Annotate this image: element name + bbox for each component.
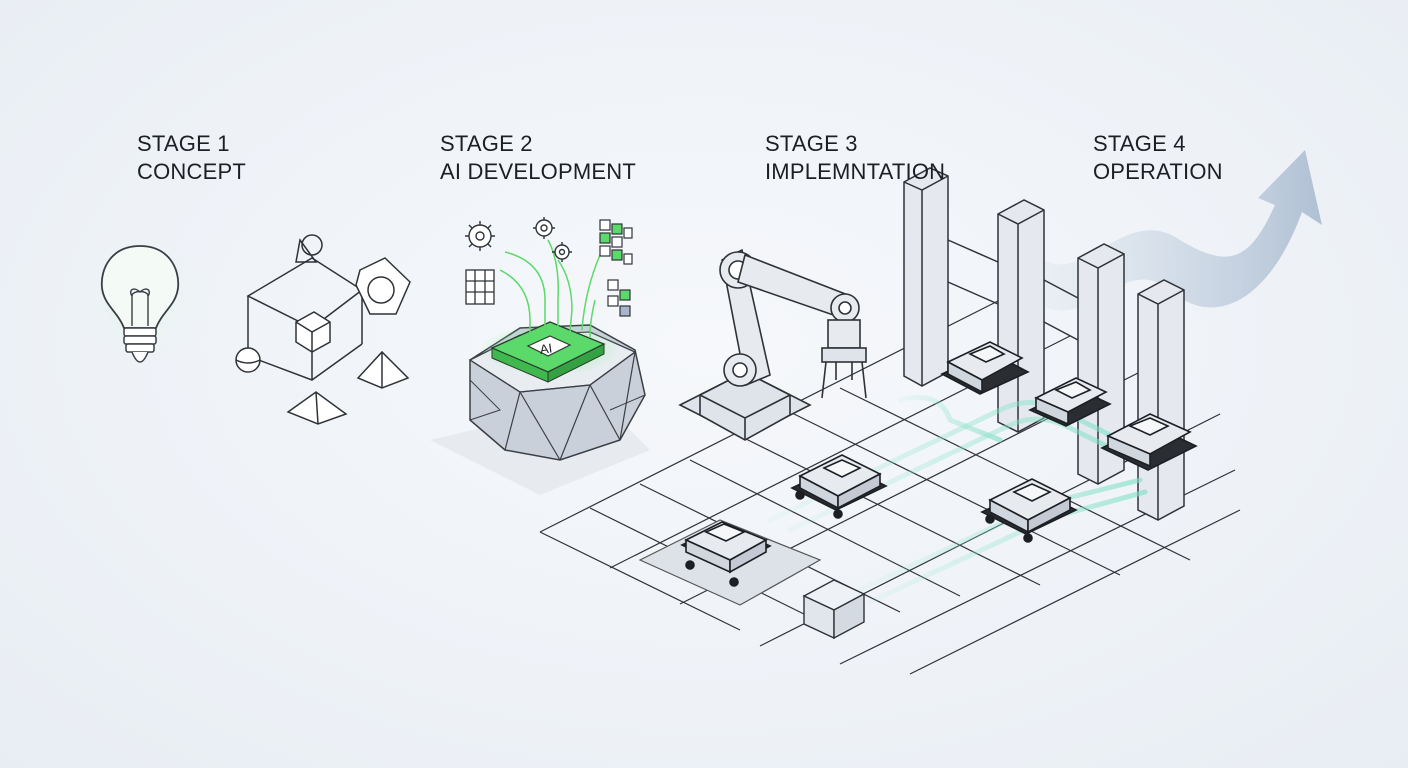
agv-robot-icon [1100, 413, 1198, 471]
agv-robot-icon [790, 454, 888, 519]
stage-4-number: STAGE 4 [1093, 131, 1186, 156]
stage-4-name: OPERATION [1093, 159, 1223, 184]
agv-robot-icon [980, 478, 1078, 543]
stage-3-number: STAGE 3 [765, 131, 858, 156]
grid-icon [465, 269, 495, 305]
stage-3-label: STAGE 3 IMPLEMNTATION [765, 130, 945, 186]
stage-3-name: IMPLEMNTATION [765, 159, 946, 184]
crate-box [802, 579, 866, 640]
agv-robot-icon [1028, 377, 1112, 427]
grid-icon [599, 219, 633, 317]
factory-floor-grid [539, 299, 1241, 675]
stage-2-label: STAGE 2 AI DEVELOPMENT [440, 130, 636, 186]
gear-icon [533, 217, 555, 239]
circuit-lines [499, 239, 601, 339]
lightbulb-icon [70, 230, 210, 370]
stage-1-number: STAGE 1 [137, 131, 230, 156]
robot-arm-icon [678, 248, 867, 441]
geometry-shapes-icon [235, 234, 411, 425]
ai-chip-label: AI [539, 340, 553, 357]
stage-1-label: STAGE 1 CONCEPT [137, 130, 246, 186]
agv-robot-icon [638, 519, 822, 606]
stage-2-number: STAGE 2 [440, 131, 533, 156]
stage-4-label: STAGE 4 OPERATION [1093, 130, 1223, 186]
stage-2-name: AI DEVELOPMENT [440, 159, 636, 184]
gear-icon [465, 221, 495, 251]
agv-robot-icon [940, 341, 1030, 395]
stage-1-name: CONCEPT [137, 159, 246, 184]
ai-core-block: AI [430, 321, 650, 495]
gear-icon [552, 242, 572, 262]
